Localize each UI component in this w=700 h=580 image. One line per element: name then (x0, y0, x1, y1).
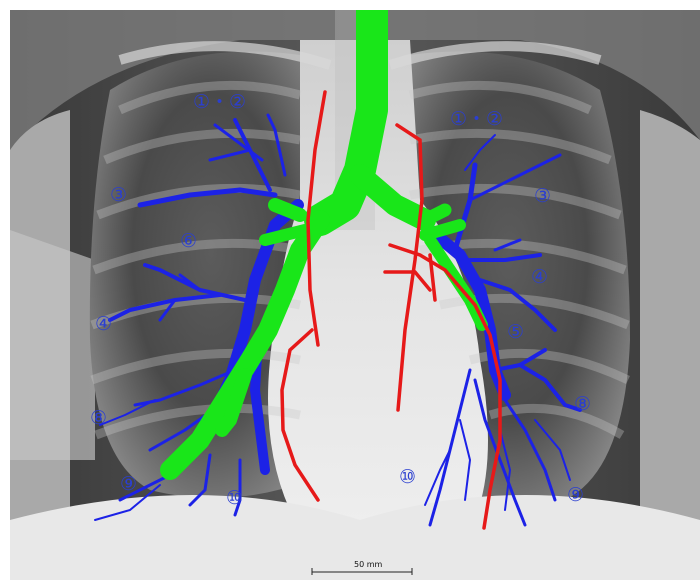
label-right-4: ④ (95, 313, 112, 335)
scale-bar-label: 50 mm (354, 560, 383, 569)
label-left-9: ⑨ (567, 484, 584, 506)
label-left-3: ③ (534, 185, 551, 207)
xray-frame: ①・② ③ ⑥ ④ ⑧ ⑨ ⑩ ①・② ③ ④ ⑤ ⑧ ⑨ ⑩ 50 mm (10, 10, 700, 580)
label-left-10: ⑩ (399, 466, 416, 488)
label-right-6: ⑥ (180, 230, 197, 252)
label-left-5: ⑤ (507, 321, 524, 343)
label-left-1-2: ①・② (450, 108, 503, 130)
label-right-9: ⑨ (120, 473, 137, 495)
label-right-1-2: ①・② (193, 91, 246, 113)
label-right-3: ③ (110, 184, 127, 206)
label-right-8: ⑧ (90, 407, 107, 429)
label-left-8: ⑧ (574, 393, 591, 415)
xray-image (10, 10, 700, 580)
label-left-4: ④ (531, 266, 548, 288)
label-right-10: ⑩ (226, 487, 243, 509)
